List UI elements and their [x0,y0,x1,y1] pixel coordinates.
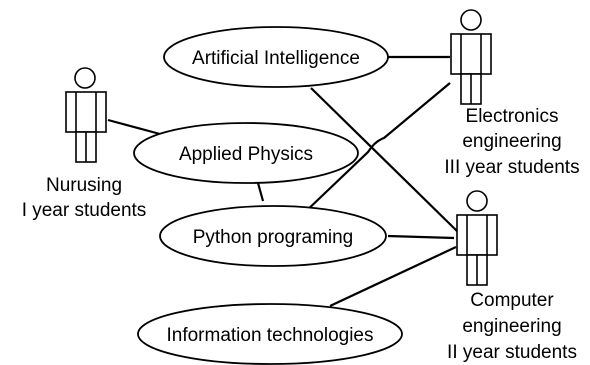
line-physics-python [256,182,265,202]
actor-nursing [65,67,107,163]
actor-computer-label-3: II year students [447,342,577,363]
actor-nursing-label-1: Nurusing [46,175,122,196]
use-case-ai-label: Artificial Intelligence [192,48,360,69]
use-case-ai: Artificial Intelligence [163,26,389,88]
actor-electronics-label-2: engineering [462,131,561,152]
line-python-electronics [301,82,451,216]
line-infotech-computer [329,246,457,307]
associations [107,55,459,307]
use-case-physics-label: Applied Physics [179,144,313,165]
actor-electronics-label-3: III year students [444,157,579,178]
actor-electronics-icon [450,9,492,105]
use-case-physics: Applied Physics [133,122,359,184]
actor-electronics [450,9,492,105]
use-case-infotech-label: Information technologies [166,325,373,346]
actor-computer [456,190,498,286]
actor-electronics-label-1: Electronics [466,106,559,127]
use-case-infotech: Information technologies [137,303,403,365]
actor-nursing-label-2: I year students [22,200,147,221]
use-case-python: Python programing [159,205,387,267]
actor-nursing-icon [65,67,107,163]
actor-computer-label-1: Computer [470,290,554,311]
line-python-computer [387,234,455,240]
actor-computer-label-2: engineering [462,316,561,337]
line-ai-computer [310,87,459,233]
use-case-python-label: Python programing [193,227,354,248]
line-nursing-physics [107,118,161,136]
actor-computer-icon [456,190,498,286]
